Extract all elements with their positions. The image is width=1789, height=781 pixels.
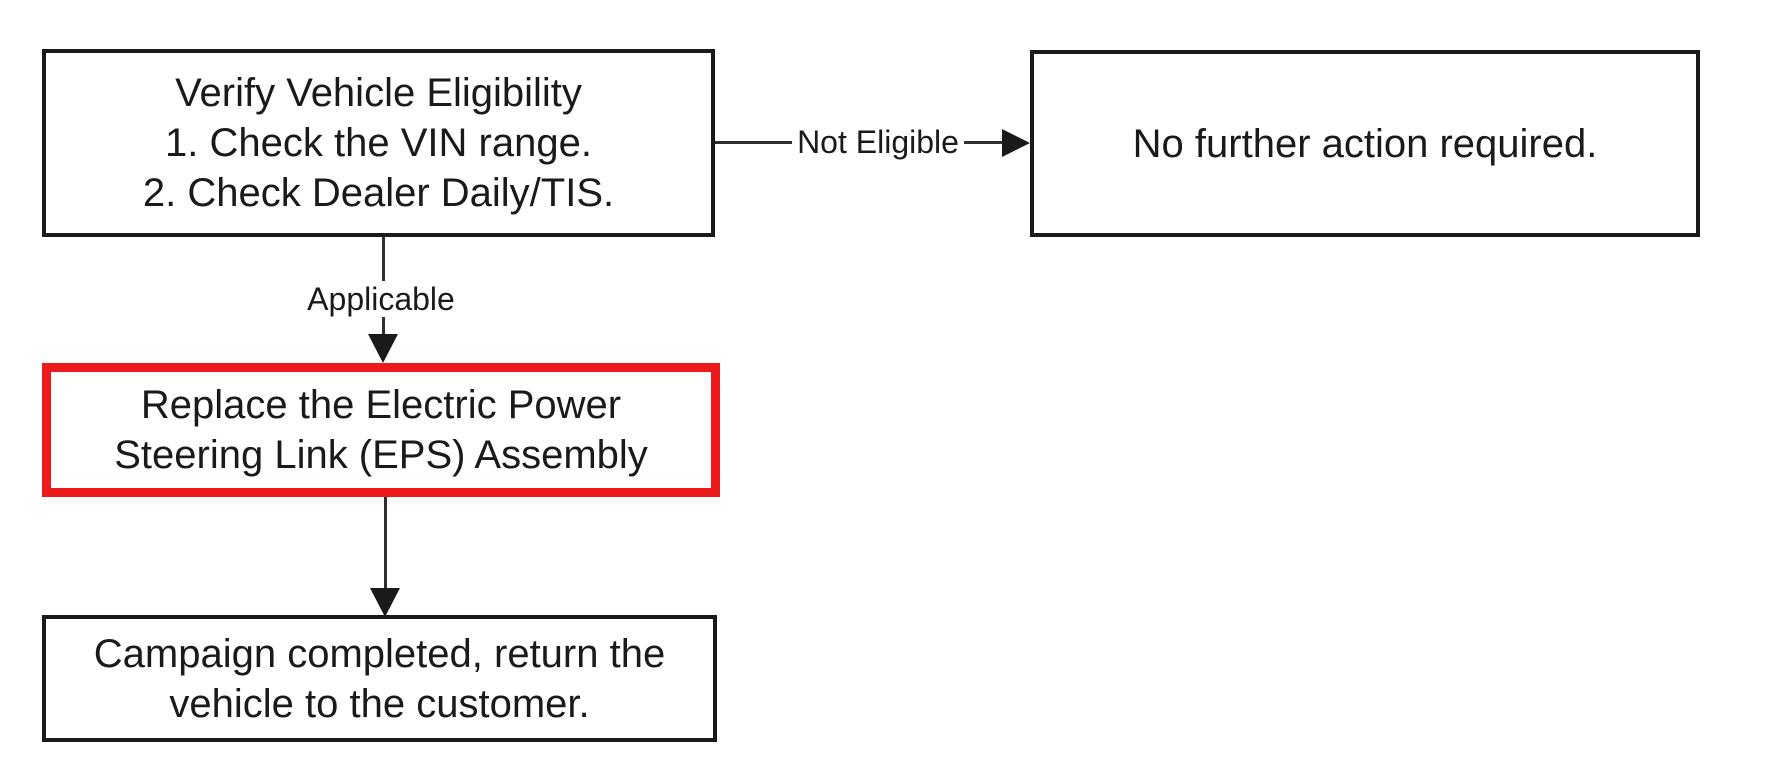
node-replace-line-2: Steering Link (EPS) Assembly (114, 433, 648, 477)
node-no-further-action-line-1: No further action required. (1132, 121, 1598, 166)
arrowhead-down-icon (368, 334, 398, 363)
arrowhead-right-icon (1002, 129, 1030, 157)
arrowhead-down-icon (370, 588, 400, 617)
edge-label-applicable: Applicable (302, 281, 460, 317)
node-verify-vehicle-eligibility: Verify Vehicle Eligibility 1. Check the … (42, 49, 715, 237)
edge-label-not-eligible: Not Eligible (792, 124, 964, 160)
node-campaign-completed: Campaign completed, return the vehicle t… (42, 615, 717, 742)
node-campaign-line-2: vehicle to the customer. (169, 681, 590, 726)
node-replace-line-1: Replace the Electric Power (140, 383, 622, 427)
node-verify-line-3: 2. Check Dealer Daily/TIS. (142, 171, 615, 215)
node-verify-line-1: Verify Vehicle Eligibility (175, 71, 582, 115)
node-verify-line-2: 1. Check the VIN range. (165, 121, 592, 165)
node-replace-eps-assembly: Replace the Electric Power Steering Link… (42, 363, 720, 497)
connector-replace-to-campaign-line (384, 497, 387, 591)
node-no-further-action: No further action required. (1030, 50, 1700, 237)
node-campaign-line-1: Campaign completed, return the (93, 631, 666, 676)
